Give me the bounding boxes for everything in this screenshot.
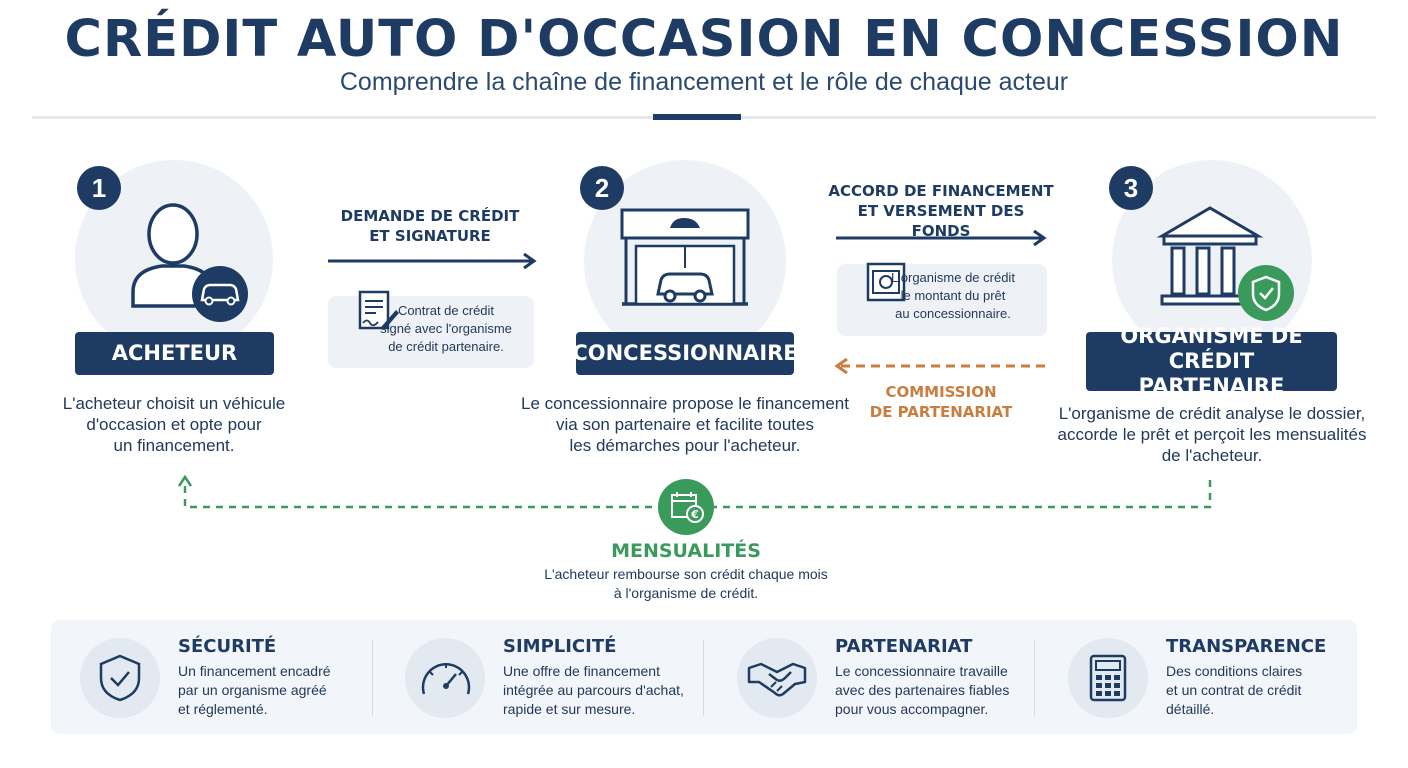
shield-check-icon: [99, 654, 141, 702]
commission-arrow: [834, 357, 1047, 375]
actor-2-description: Le concessionnaire propose le financemen…: [521, 394, 849, 455]
accord-flow-label: ACCORD DE FINANCEMENT ET VERSEMENT DES F…: [828, 182, 1054, 240]
speedometer-icon: [421, 663, 471, 695]
bank-shield-icon: [1156, 206, 1294, 321]
actor-2-role: CONCESSIONNAIRE: [572, 332, 798, 375]
actor-3-description: L'organisme de crédit analyse le dossier…: [1057, 404, 1367, 465]
feature-1-description: Un financement encadré par un organisme …: [178, 663, 331, 717]
actor-1-role: ACHETEUR: [75, 332, 274, 375]
contract-icon: [358, 290, 399, 330]
feature-3-title: PARTENARIAT: [835, 636, 973, 657]
person-car-icon: [131, 203, 248, 322]
feature-3-circle: [737, 638, 817, 718]
feature-2-circle: [405, 638, 485, 718]
accord-arrow: [836, 229, 1047, 247]
banknote-icon: [866, 262, 906, 302]
demand-flow-label: DEMANDE DE CRÉDIT ET SIGNATURE: [340, 207, 520, 245]
svg-text:€: €: [690, 508, 699, 521]
page-title: CRÉDIT AUTO D'OCCASION EN CONCESSION: [64, 10, 1344, 69]
dealership-icon: [620, 208, 750, 306]
page-subtitle: Comprendre la chaîne de financement et l…: [339, 68, 1069, 96]
feature-4-title: TRANSPARENCE: [1166, 636, 1327, 657]
actor-2-number: 2: [580, 166, 624, 210]
header-divider-accent: [653, 114, 741, 120]
accord-note-text: L'organisme de crédit le montant du prêt…: [891, 270, 1015, 321]
feature-4-description: Des conditions claires et un contrat de …: [1166, 663, 1303, 717]
monthly-description: L'acheteur rembourse son crédit chaque m…: [544, 566, 828, 601]
calculator-icon: [1089, 654, 1127, 702]
actor-3-number: 3: [1109, 166, 1153, 210]
commission-label: COMMISSION DE PARTENARIAT: [869, 383, 1013, 421]
calendar-euro-icon: €: [658, 479, 714, 535]
feature-2-title: SIMPLICITÉ: [503, 636, 617, 657]
feature-separator: [1034, 640, 1035, 716]
demand-arrow: [328, 252, 537, 270]
feature-3-description: Le concessionnaire travaille avec des pa…: [835, 663, 1010, 717]
feature-separator: [372, 640, 373, 716]
feature-1-title: SÉCURITÉ: [178, 636, 277, 657]
demand-note-text: Contrat de crédit signé avec l'organisme…: [380, 303, 512, 354]
feature-1-circle: [80, 638, 160, 718]
actor-1-description: L'acheteur choisit un véhicule d'occasio…: [62, 394, 286, 455]
feature-2-description: Une offre de financement intégrée au par…: [503, 663, 684, 717]
handshake-icon: [747, 662, 807, 697]
actor-1-number: 1: [77, 166, 121, 210]
actor-3-role: ORGANISME DE CRÉDIT PARTENAIRE: [1086, 324, 1337, 398]
monthly-label: MENSUALITÉS: [611, 540, 761, 562]
feature-separator: [703, 640, 704, 716]
